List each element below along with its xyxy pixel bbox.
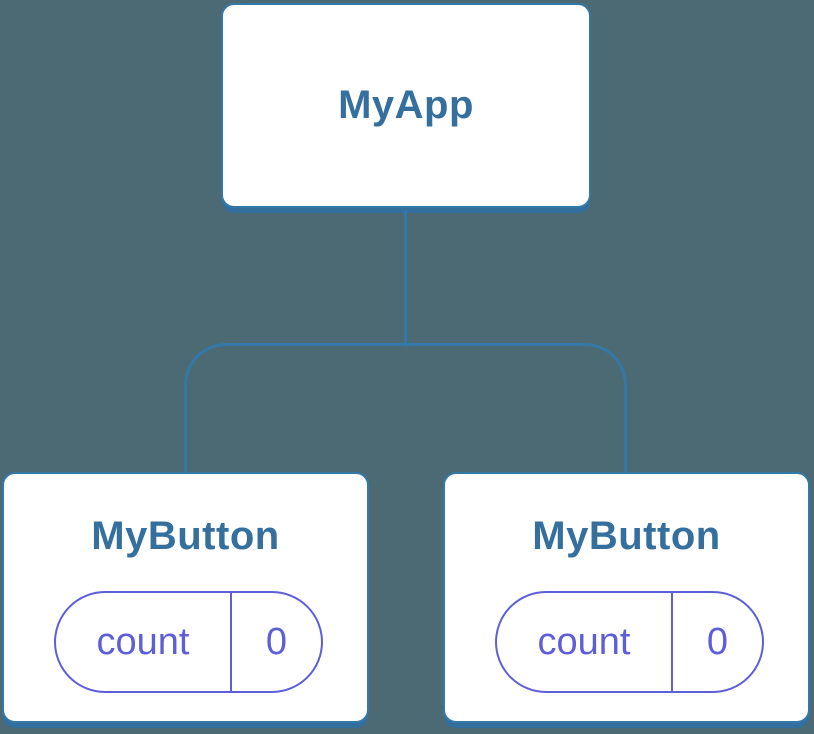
child-component-node-2: MyButton count 0 — [443, 472, 810, 723]
connector-bracket — [184, 343, 627, 472]
child-component-label: MyButton — [532, 514, 721, 558]
state-pill: count 0 — [54, 591, 323, 693]
state-name: count — [537, 620, 631, 663]
state-name: count — [96, 620, 190, 663]
connector-root-line — [404, 210, 407, 347]
child-component-node-1: MyButton count 0 — [2, 472, 369, 723]
child-component-label: MyButton — [91, 514, 280, 558]
state-value: 0 — [265, 620, 288, 663]
state-value: 0 — [706, 620, 729, 663]
root-component-label: MyApp — [338, 83, 474, 127]
root-component-node: MyApp — [221, 3, 591, 208]
state-pill: count 0 — [495, 591, 764, 693]
